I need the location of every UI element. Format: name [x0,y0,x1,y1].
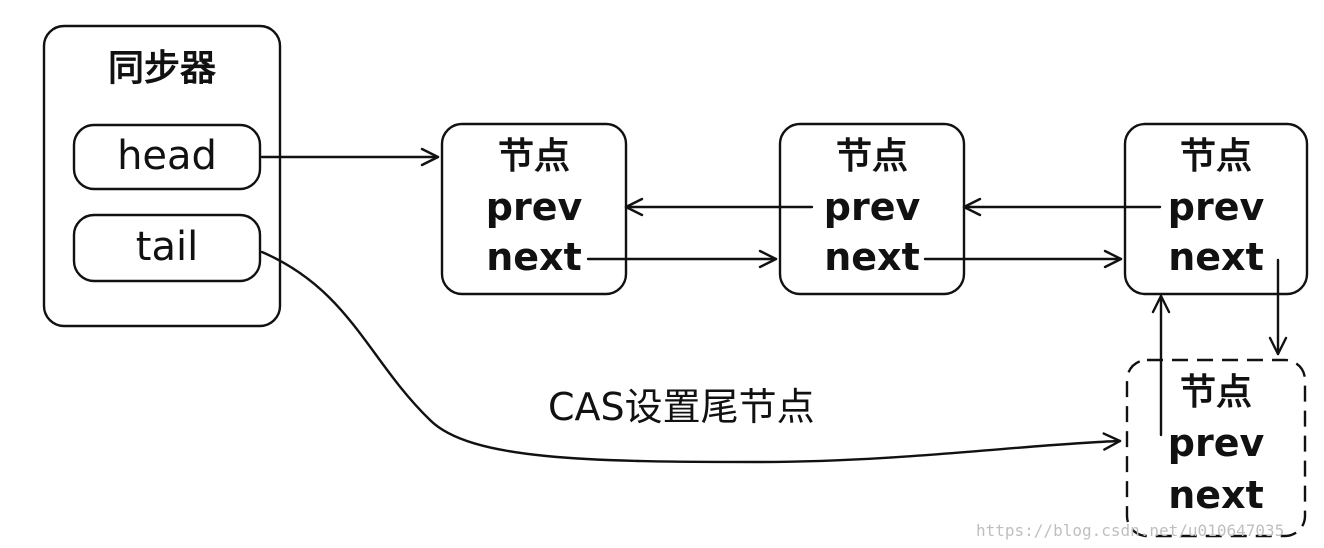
watermark-text: https://blog.csdn.net/u010647035 [976,521,1284,540]
node-3-title: 节点 [1180,136,1252,177]
node-3-next: next [1168,235,1264,279]
tail-field: tail [72,213,262,283]
node-1-prev: prev [486,185,583,229]
node-1: 节点 prev next [440,122,628,296]
cas-label: CAS设置尾节点 [548,385,815,429]
new-tail-node-prev: prev [1168,421,1265,465]
head-field-box [72,123,262,191]
node-2-prev: prev [824,185,921,229]
new-tail-node-box [1125,358,1307,538]
node-1-title: 节点 [498,136,570,177]
new-tail-node: 节点 prev next [1125,358,1307,538]
synchronizer-box: 同步器 head tail [42,24,282,328]
node-1-next: next [486,235,582,279]
node-3: 节点 prev next [1123,122,1309,296]
head-label: head [117,133,217,179]
tail-field-box [72,213,262,283]
tail-label: tail [136,224,198,270]
new-tail-node-next: next [1168,473,1264,517]
synchronizer-title: 同步器 [108,48,217,89]
node-3-box [1123,122,1309,296]
new-tail-node-title: 节点 [1180,372,1252,413]
node-2-next: next [824,235,920,279]
node-2-title: 节点 [836,136,908,177]
tail-to-new-tail-curved-arrow [260,250,1122,464]
node-3-prev: prev [1168,185,1265,229]
node-2: 节点 prev next [778,122,966,296]
head-field: head [72,123,262,191]
